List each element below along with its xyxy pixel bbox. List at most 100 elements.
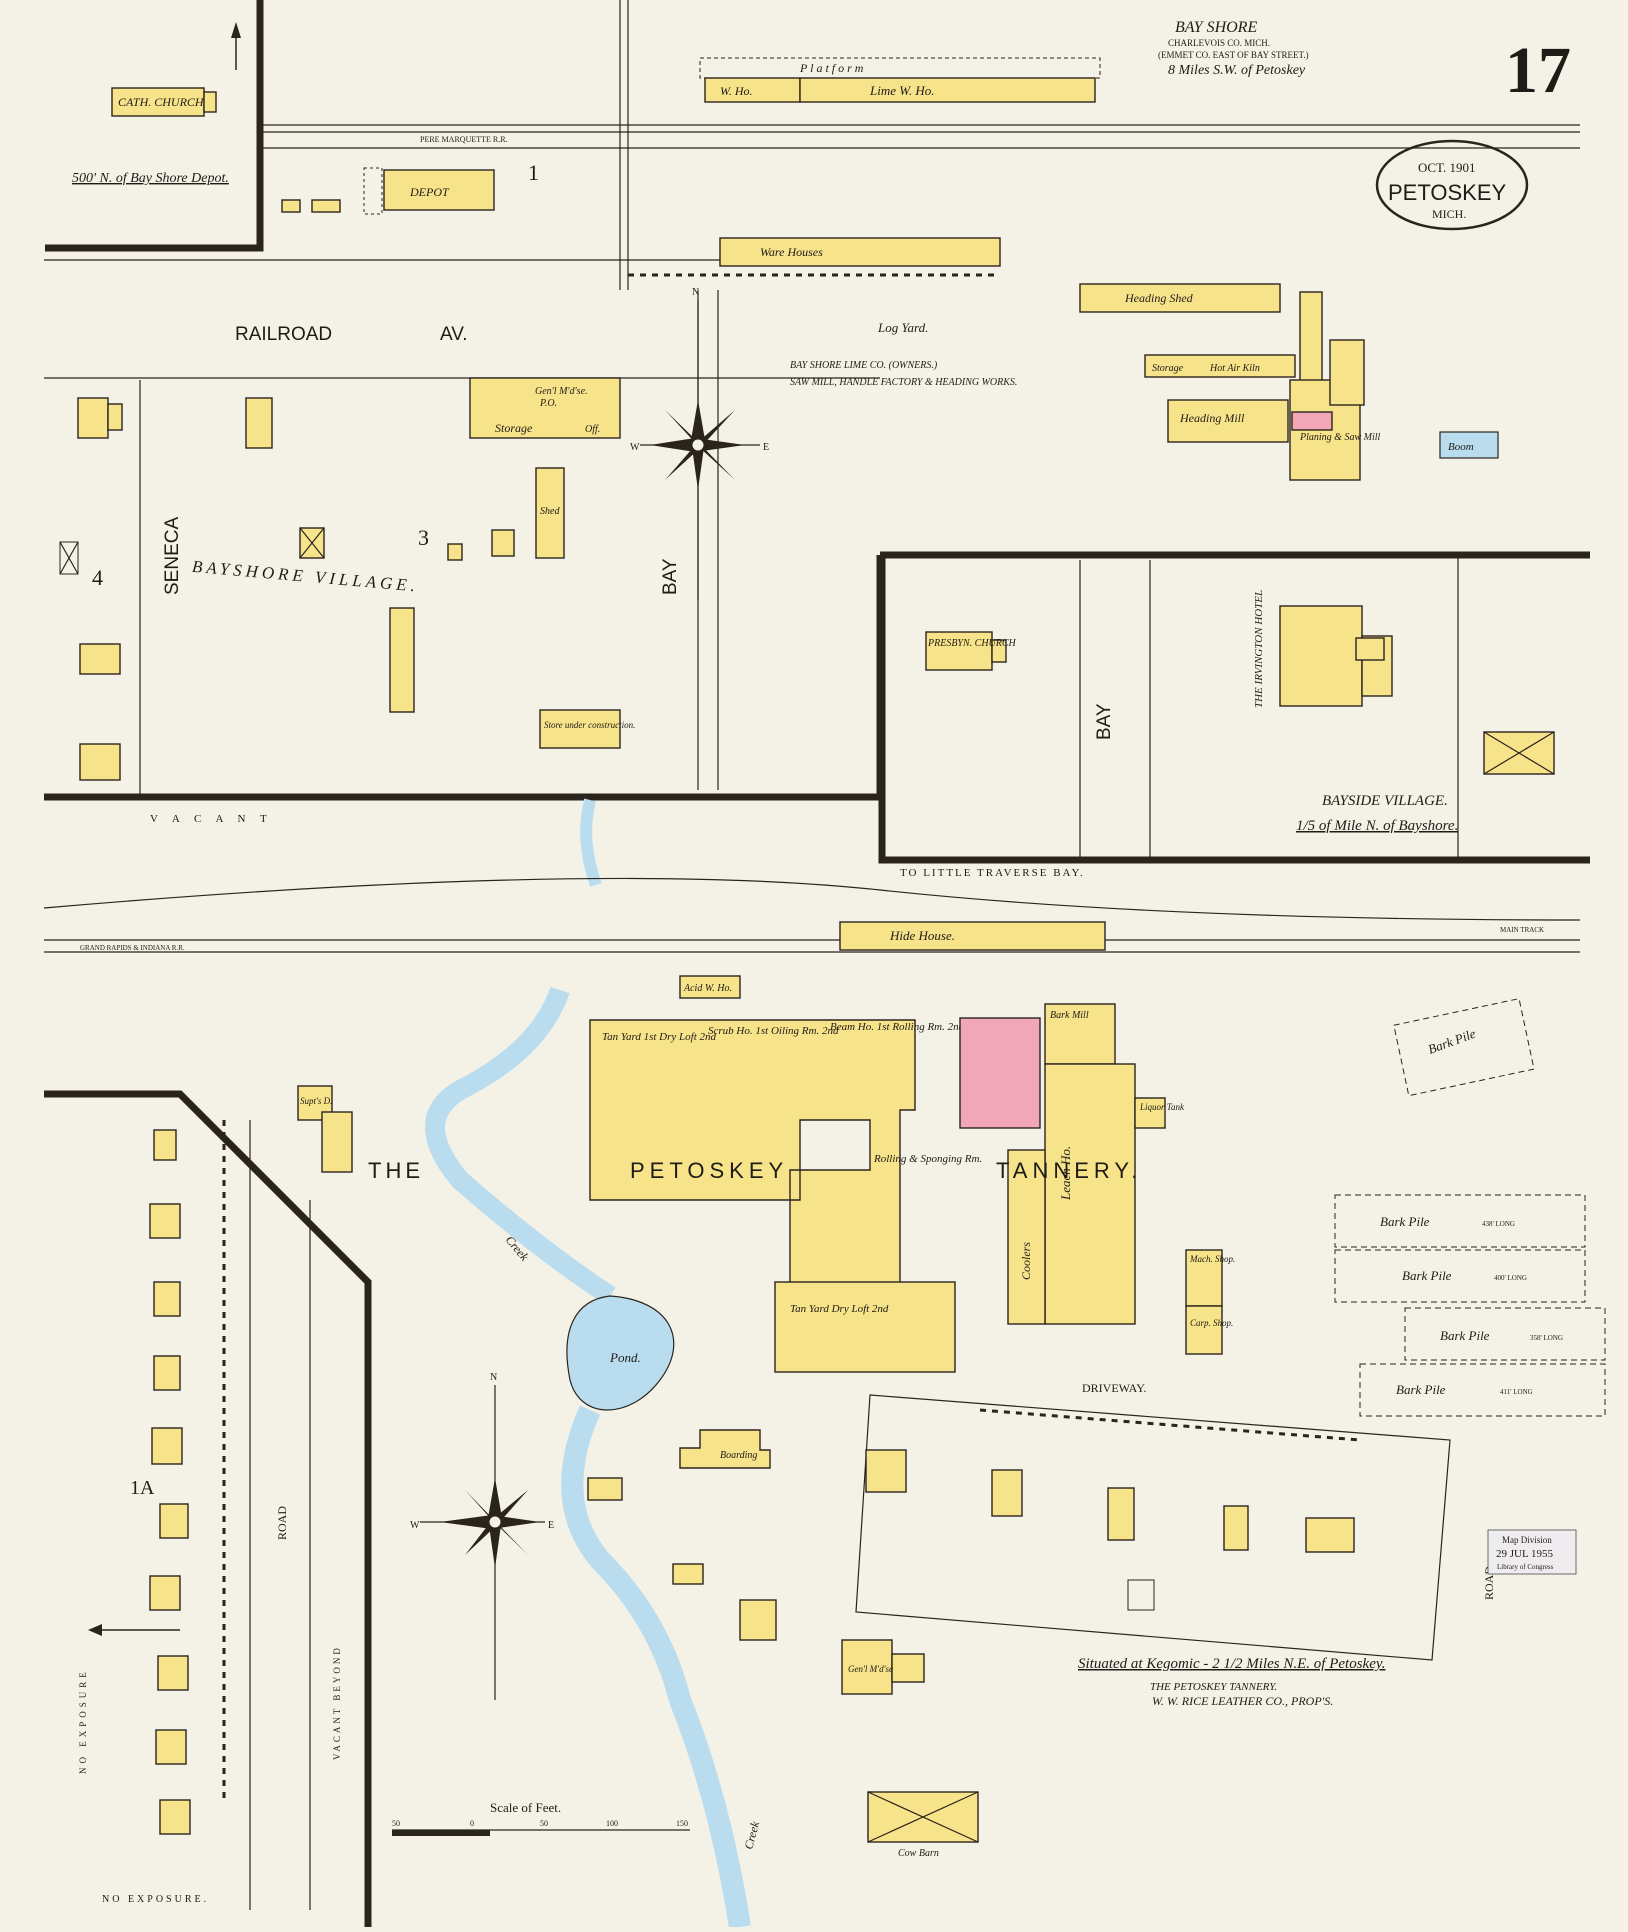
- no-exposure-bottom-label: NO EXPOSURE.: [102, 1894, 209, 1905]
- cow-barn-x: [867, 1791, 979, 1843]
- bark-pile-2: [1334, 1249, 1586, 1303]
- shed-building: [535, 467, 565, 559]
- house-1: [77, 397, 109, 439]
- house-1a-3: [153, 1281, 181, 1317]
- scrub-ho-label: Scrub Ho. 1st Oiling Rm. 2nd: [708, 1025, 839, 1037]
- tan-yard-2-label: Tan Yard Dry Loft 2nd: [790, 1303, 889, 1315]
- bayshore-village-boundary-bottom: [44, 555, 884, 801]
- bldg-t-x: [1483, 731, 1555, 775]
- bark-pile-1: [1334, 1194, 1586, 1248]
- cath-church-label: CATH. CHURCH: [118, 95, 205, 109]
- leach-ho-building: [1044, 1063, 1136, 1325]
- house-1a-2: [149, 1203, 181, 1239]
- main-track-label: MAIN TRACK: [1500, 926, 1544, 934]
- railroad-av-suffix: AV.: [440, 324, 467, 345]
- house-1a-6: [159, 1503, 189, 1539]
- engine-boiler-brick-building: [959, 1017, 1041, 1129]
- block-number-3: 3: [418, 525, 429, 550]
- log-yard-label: Log Yard.: [877, 320, 928, 335]
- presbyn-church-label: PRESBYN. CHURCH: [927, 638, 1017, 649]
- tannery-props-label: W. W. RICE LEATHER CO., PROP'S.: [1152, 1694, 1333, 1708]
- pond-label: Pond.: [609, 1350, 641, 1365]
- bark-mill-building: [1044, 1003, 1116, 1065]
- po-label: P.O.: [539, 398, 557, 409]
- compass-rose-top: [640, 300, 760, 600]
- small-bldg-a: [447, 543, 463, 561]
- scale-tick-0: 50: [392, 1819, 400, 1828]
- irvington-kitchen: [1355, 637, 1385, 661]
- tannery-label: TANNERY.: [996, 1158, 1142, 1183]
- presbyn-church-annex: [991, 639, 1007, 663]
- bark-pile-4: [1359, 1363, 1606, 1417]
- vacant-beyond-label: VACANT BEYOND: [332, 1645, 342, 1760]
- compass-bottom-e: E: [548, 1520, 554, 1531]
- scale-tick-3: 100: [606, 1819, 618, 1828]
- bayside-distance-label: 1/5 of Mile N. of Bayshore.: [1296, 818, 1458, 834]
- house-4-x: [59, 541, 79, 575]
- shed-c-building: [389, 607, 415, 713]
- tannery-owner-label: THE PETOSKEY TANNERY.: [1150, 1681, 1277, 1693]
- house-13: [991, 1469, 1023, 1517]
- water-pipe-driveway: [979, 1408, 1361, 1442]
- house-10: [739, 1599, 777, 1641]
- compass-top-w: W: [630, 442, 640, 453]
- genl-mdse-2-annex: [891, 1653, 925, 1683]
- north-of-depot-label: 500' N. of Bay Shore Depot.: [72, 171, 229, 186]
- bark-pile-3-len: 358' LONG: [1530, 1334, 1563, 1342]
- block-boundary-top-left: [45, 0, 264, 252]
- received-stamp-line3: Library of Congress: [1497, 1563, 1554, 1571]
- house-16: [1223, 1505, 1249, 1551]
- compass-bottom-w: W: [410, 1520, 420, 1531]
- vacant-label: V A C A N T: [150, 813, 273, 825]
- supts-building-wing: [321, 1111, 353, 1173]
- genl-mdse-po-building: [469, 377, 621, 439]
- house-1a-4: [153, 1355, 181, 1391]
- house-4-outline: [59, 541, 79, 575]
- hot-air-kiln-label: Hot Air Kiln: [1209, 363, 1260, 374]
- house-15: [1127, 1579, 1155, 1611]
- situated-label: Situated at Kegomic - 2 1/2 Miles N.E. o…: [1078, 1656, 1385, 1672]
- house-1a-1: [153, 1129, 177, 1161]
- pere-marquette-label: PERE MARQUETTE R.R.: [420, 135, 508, 144]
- liquor-tank-label: Liquor Tank: [1139, 1102, 1185, 1112]
- w-ho-mill: [1299, 291, 1323, 383]
- cow-barn-label: Cow Barn: [898, 1848, 939, 1859]
- bark-pile-4-label: Bark Pile: [1396, 1382, 1446, 1397]
- driveway-label: DRIVEWAY.: [1082, 1381, 1146, 1395]
- bay-label-2: BAY: [1094, 703, 1115, 740]
- tannery-main-building: [589, 1019, 916, 1291]
- lime-wh-label: Lime W. Ho.: [869, 83, 935, 98]
- bark-pile-3: [1404, 1307, 1606, 1361]
- tannery-houses-lot: [855, 1394, 1451, 1661]
- liquor-tank-building: [1134, 1097, 1166, 1129]
- house-1a-7: [149, 1575, 181, 1611]
- house-7: [245, 397, 273, 449]
- tan-yard-1-label: Tan Yard 1st Dry Loft 2nd: [602, 1031, 717, 1043]
- ware-houses-building: [719, 237, 1001, 267]
- genl-mdse-2-building: [841, 1639, 893, 1695]
- house-d-b: [79, 743, 121, 781]
- house-1a-10: [159, 1799, 191, 1835]
- depot-building: [383, 169, 495, 211]
- storage-label: Storage: [495, 421, 533, 435]
- the-label: THE: [368, 1158, 424, 1183]
- bark-pile-4-len: 411' LONG: [1500, 1388, 1533, 1396]
- house-1a-8: [157, 1655, 189, 1691]
- lime-wh-building: [799, 77, 1096, 103]
- block-number-4: 4: [92, 565, 103, 590]
- planing-mill-label: Planing & Saw Mill: [1299, 432, 1381, 443]
- block-number-1: 1: [528, 160, 539, 185]
- railroad-av-label: RAILROAD: [235, 324, 332, 345]
- petoskey-label: PETOSKEY: [630, 1158, 788, 1183]
- shed-q-building: [1329, 339, 1365, 406]
- north-arrow-small-head: [231, 22, 241, 38]
- genl-mdse-2-label: Gen'l M'd'se: [848, 1664, 893, 1674]
- grand-rapids-label: GRAND RAPIDS & INDIANA R.R.: [80, 944, 185, 952]
- hide-house-building: [839, 921, 1106, 951]
- w-ho-label: W. Ho.: [720, 84, 753, 98]
- house-1-wing: [107, 403, 123, 431]
- compass-top-e: E: [763, 442, 769, 453]
- boom-water: [1439, 431, 1499, 459]
- no-exposure-left-label: NO EXPOSURE: [78, 1668, 88, 1774]
